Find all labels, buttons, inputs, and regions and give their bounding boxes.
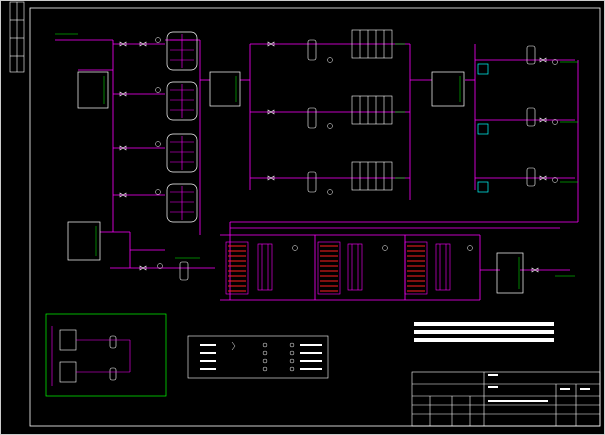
bottom-left-tank bbox=[67, 221, 101, 261]
intermediate-tank-1 bbox=[209, 71, 241, 107]
storage-tanks bbox=[67, 71, 524, 294]
symbol-legend-rows bbox=[200, 344, 322, 370]
heater-bank-2 bbox=[317, 241, 341, 295]
inset-detail-frame bbox=[45, 313, 167, 397]
title-block-fill bbox=[488, 374, 590, 402]
notes-bars bbox=[414, 322, 554, 342]
filter-columns bbox=[166, 31, 198, 223]
heater-stacks bbox=[257, 243, 451, 291]
title-block bbox=[411, 371, 601, 427]
filter-internals bbox=[170, 34, 194, 220]
cyan-devices bbox=[477, 63, 489, 193]
tank-level-gauges bbox=[95, 76, 520, 289]
membrane-racks bbox=[351, 29, 393, 191]
heater-bank-3 bbox=[404, 241, 428, 295]
binding-margin bbox=[9, 1, 25, 73]
product-tank bbox=[496, 252, 524, 294]
cartridge-filters bbox=[179, 39, 536, 281]
signal-lines bbox=[55, 33, 578, 277]
symbol-legend-icons bbox=[231, 341, 295, 372]
heater-bank-1 bbox=[225, 241, 249, 295]
instruments bbox=[155, 37, 558, 269]
process-piping bbox=[55, 39, 579, 301]
inset-detail-piping bbox=[51, 326, 131, 386]
inset-detail-content bbox=[59, 329, 117, 383]
intermediate-tank-2 bbox=[431, 71, 465, 107]
symbol-legend-frame bbox=[187, 335, 329, 379]
raw-water-tank bbox=[77, 71, 109, 109]
valves bbox=[119, 41, 547, 273]
